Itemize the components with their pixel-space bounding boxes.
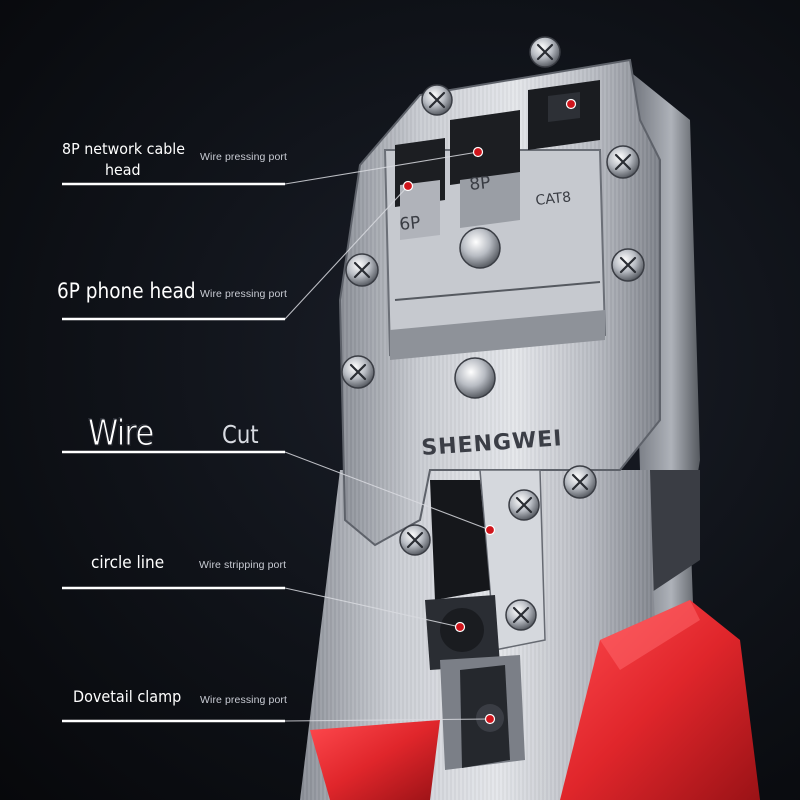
port-8p-label: 8P xyxy=(468,173,491,195)
callout-circle-line-subtitle: Wire stripping port xyxy=(199,559,287,571)
callout-8p-title-line2: head xyxy=(105,161,141,179)
callout-6p-title: 6P phone head xyxy=(57,279,196,303)
callout-8p-subtitle: Wire pressing port xyxy=(200,151,287,163)
port-cat8-label: CAT8 xyxy=(535,189,572,209)
callout-dovetail-subtitle: Wire pressing port xyxy=(200,694,287,706)
port-8p xyxy=(450,110,520,228)
callout-dovetail-title: Dovetail clamp xyxy=(73,687,182,706)
marker-dot xyxy=(565,98,577,110)
port-6p-label: 6P xyxy=(398,213,421,235)
callout-circle-line-title: circle line xyxy=(91,553,165,573)
callout-wire-title: Wire xyxy=(88,413,155,455)
callout-cut-title: Cut xyxy=(222,420,259,449)
callout-8p-title: 8P network cable xyxy=(62,140,186,158)
port-cat8 xyxy=(528,80,600,150)
callout-6p-subtitle: Wire pressing port xyxy=(200,288,287,300)
